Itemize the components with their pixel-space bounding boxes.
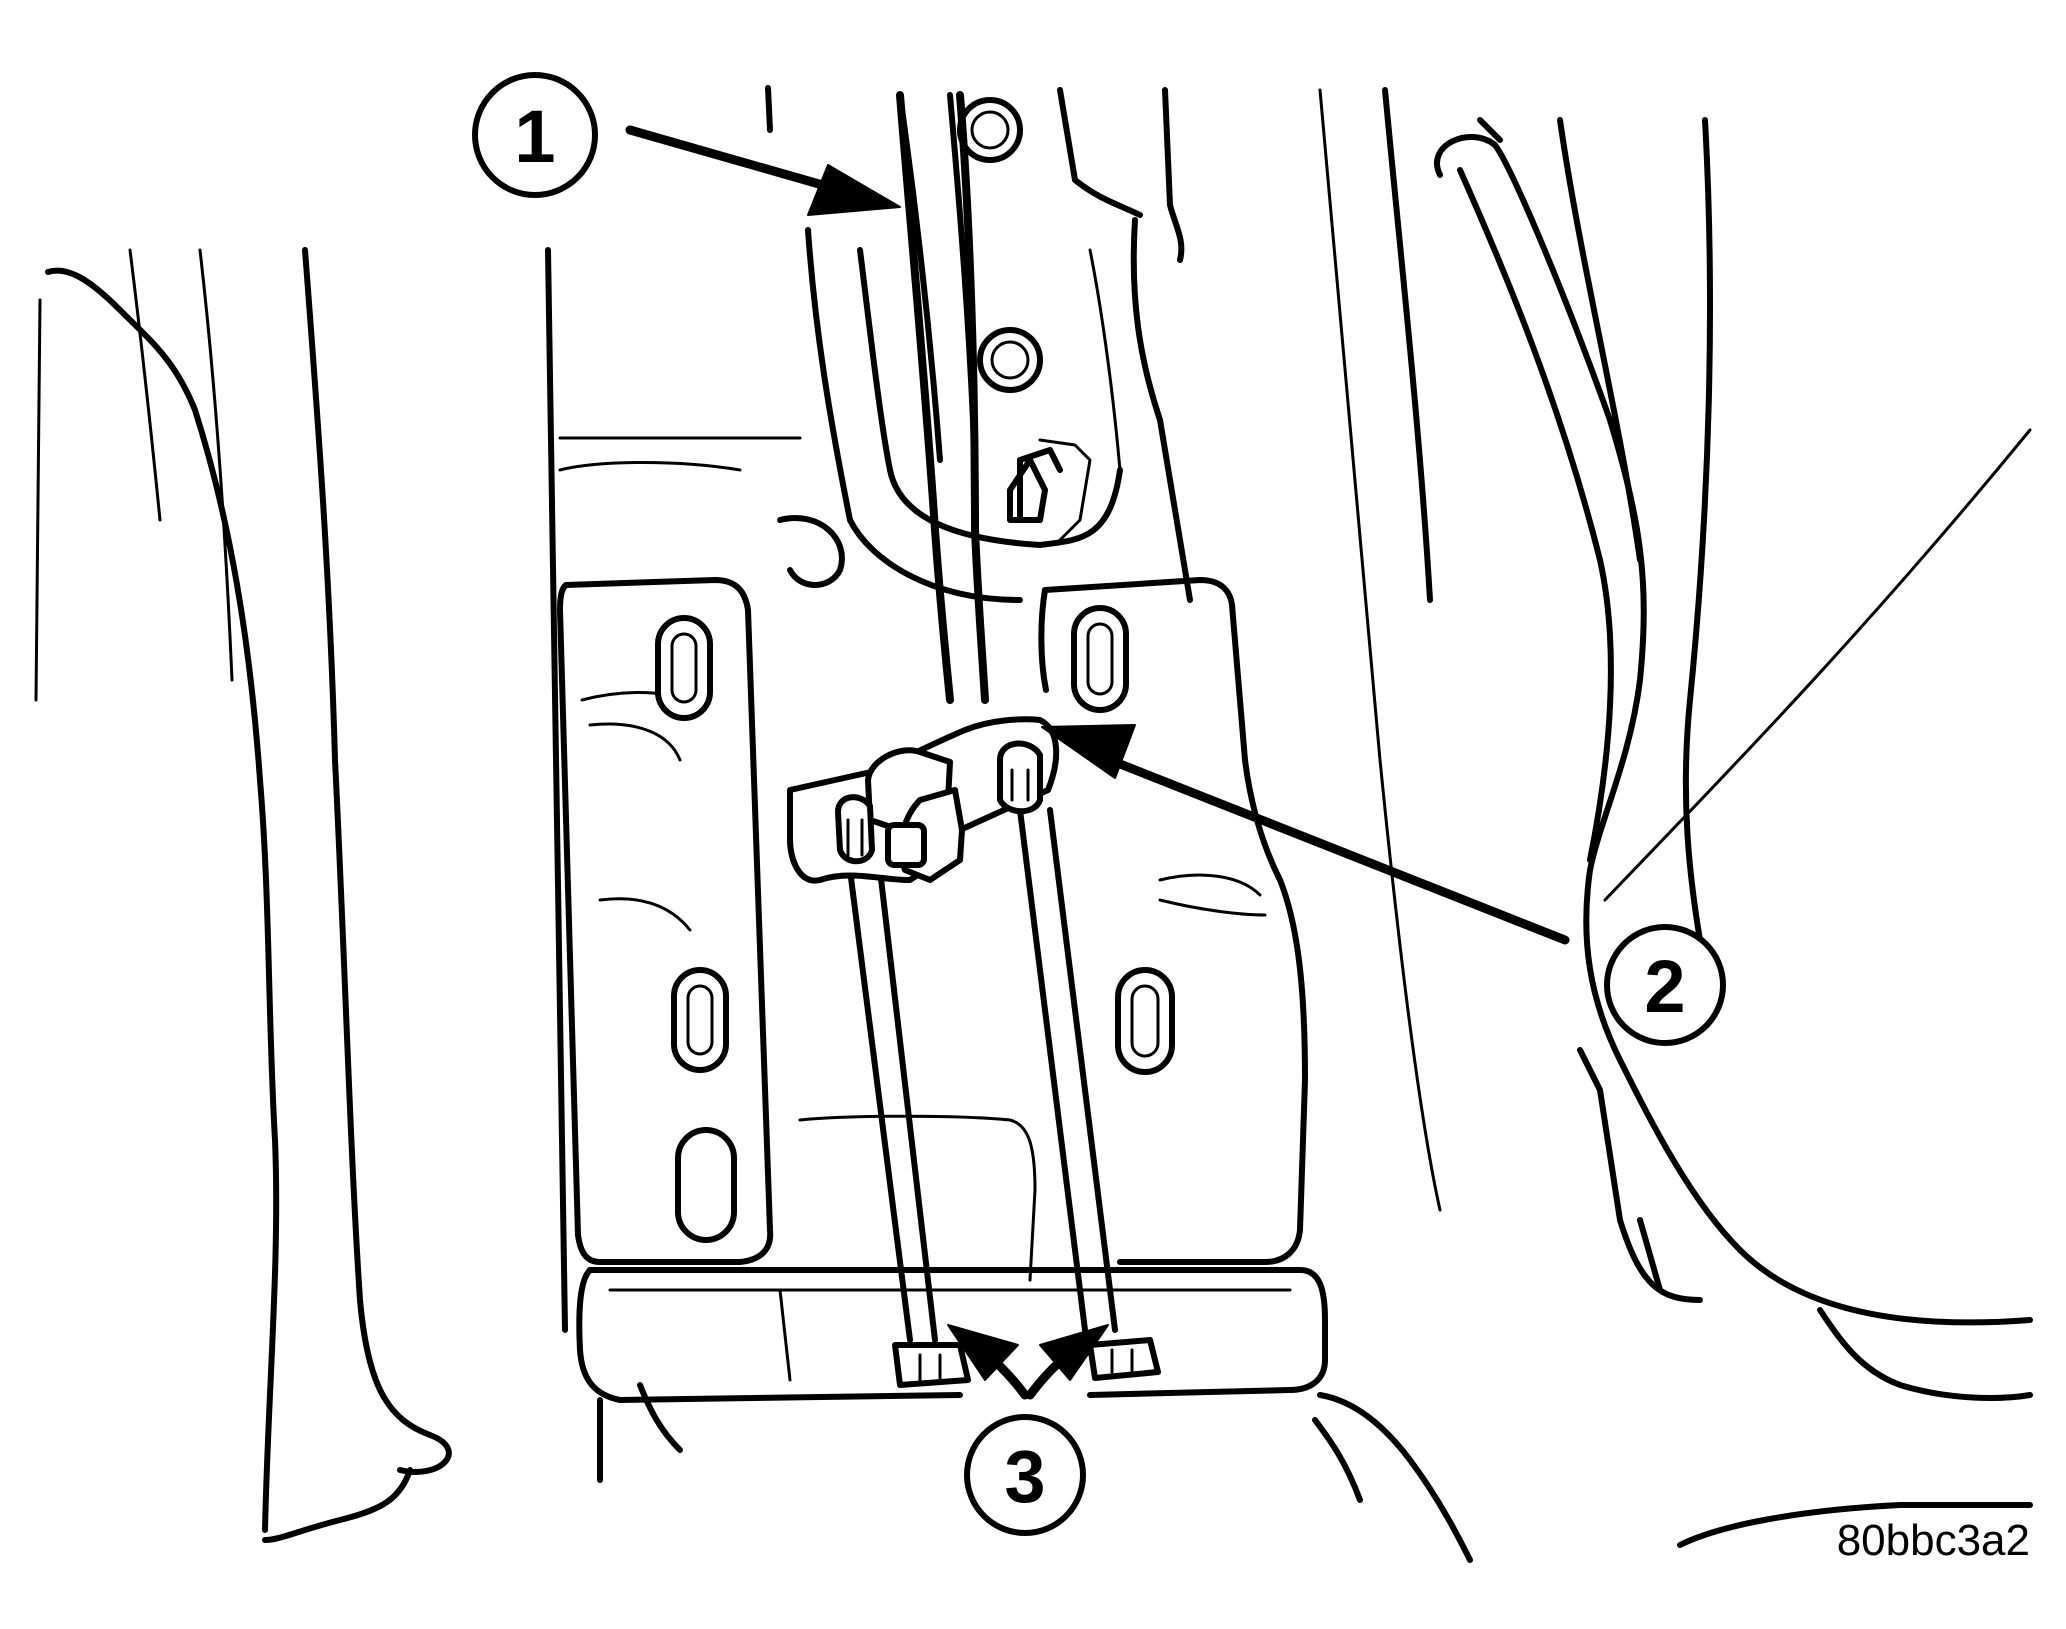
brake-cables bbox=[847, 91, 1118, 1343]
left-bracket-plate bbox=[557, 577, 774, 1265]
right-bracket-plate bbox=[1038, 577, 1308, 1265]
callout-1-label: 1 bbox=[514, 95, 555, 178]
cable-equalizer bbox=[787, 716, 1060, 884]
lower-base-channel bbox=[576, 1114, 1473, 1563]
callout-1-arrow-shaft bbox=[625, 125, 845, 195]
callout-3-arrowhead-right bbox=[1039, 1324, 1109, 1381]
callout-2-label: 2 bbox=[1644, 945, 1685, 1028]
callout-2-arrowhead bbox=[1041, 724, 1136, 779]
callout-3: 3 bbox=[947, 1324, 1109, 1536]
callout-2: 2 bbox=[1041, 724, 1726, 1046]
right-seat bbox=[1318, 87, 2033, 1401]
cable-end-clips bbox=[892, 1337, 1161, 1388]
callout-1-arrowhead bbox=[807, 164, 901, 216]
callout-3-label: 3 bbox=[1004, 1435, 1045, 1518]
callout-1-ring bbox=[472, 72, 598, 198]
callout-3-ring bbox=[964, 1414, 1086, 1536]
callout-2-arrow-shaft bbox=[1105, 755, 1570, 945]
callout-2-ring bbox=[1604, 924, 1726, 1046]
callout-3-arrowhead-left bbox=[947, 1324, 1019, 1381]
left-trim-panel bbox=[34, 247, 452, 1543]
callout-1: 1 bbox=[472, 72, 901, 216]
floor-curve bbox=[1677, 1501, 2033, 1548]
center-pillar bbox=[545, 85, 1193, 1483]
figure-reference-code: 80bbc3a2 bbox=[1837, 1516, 2030, 1565]
